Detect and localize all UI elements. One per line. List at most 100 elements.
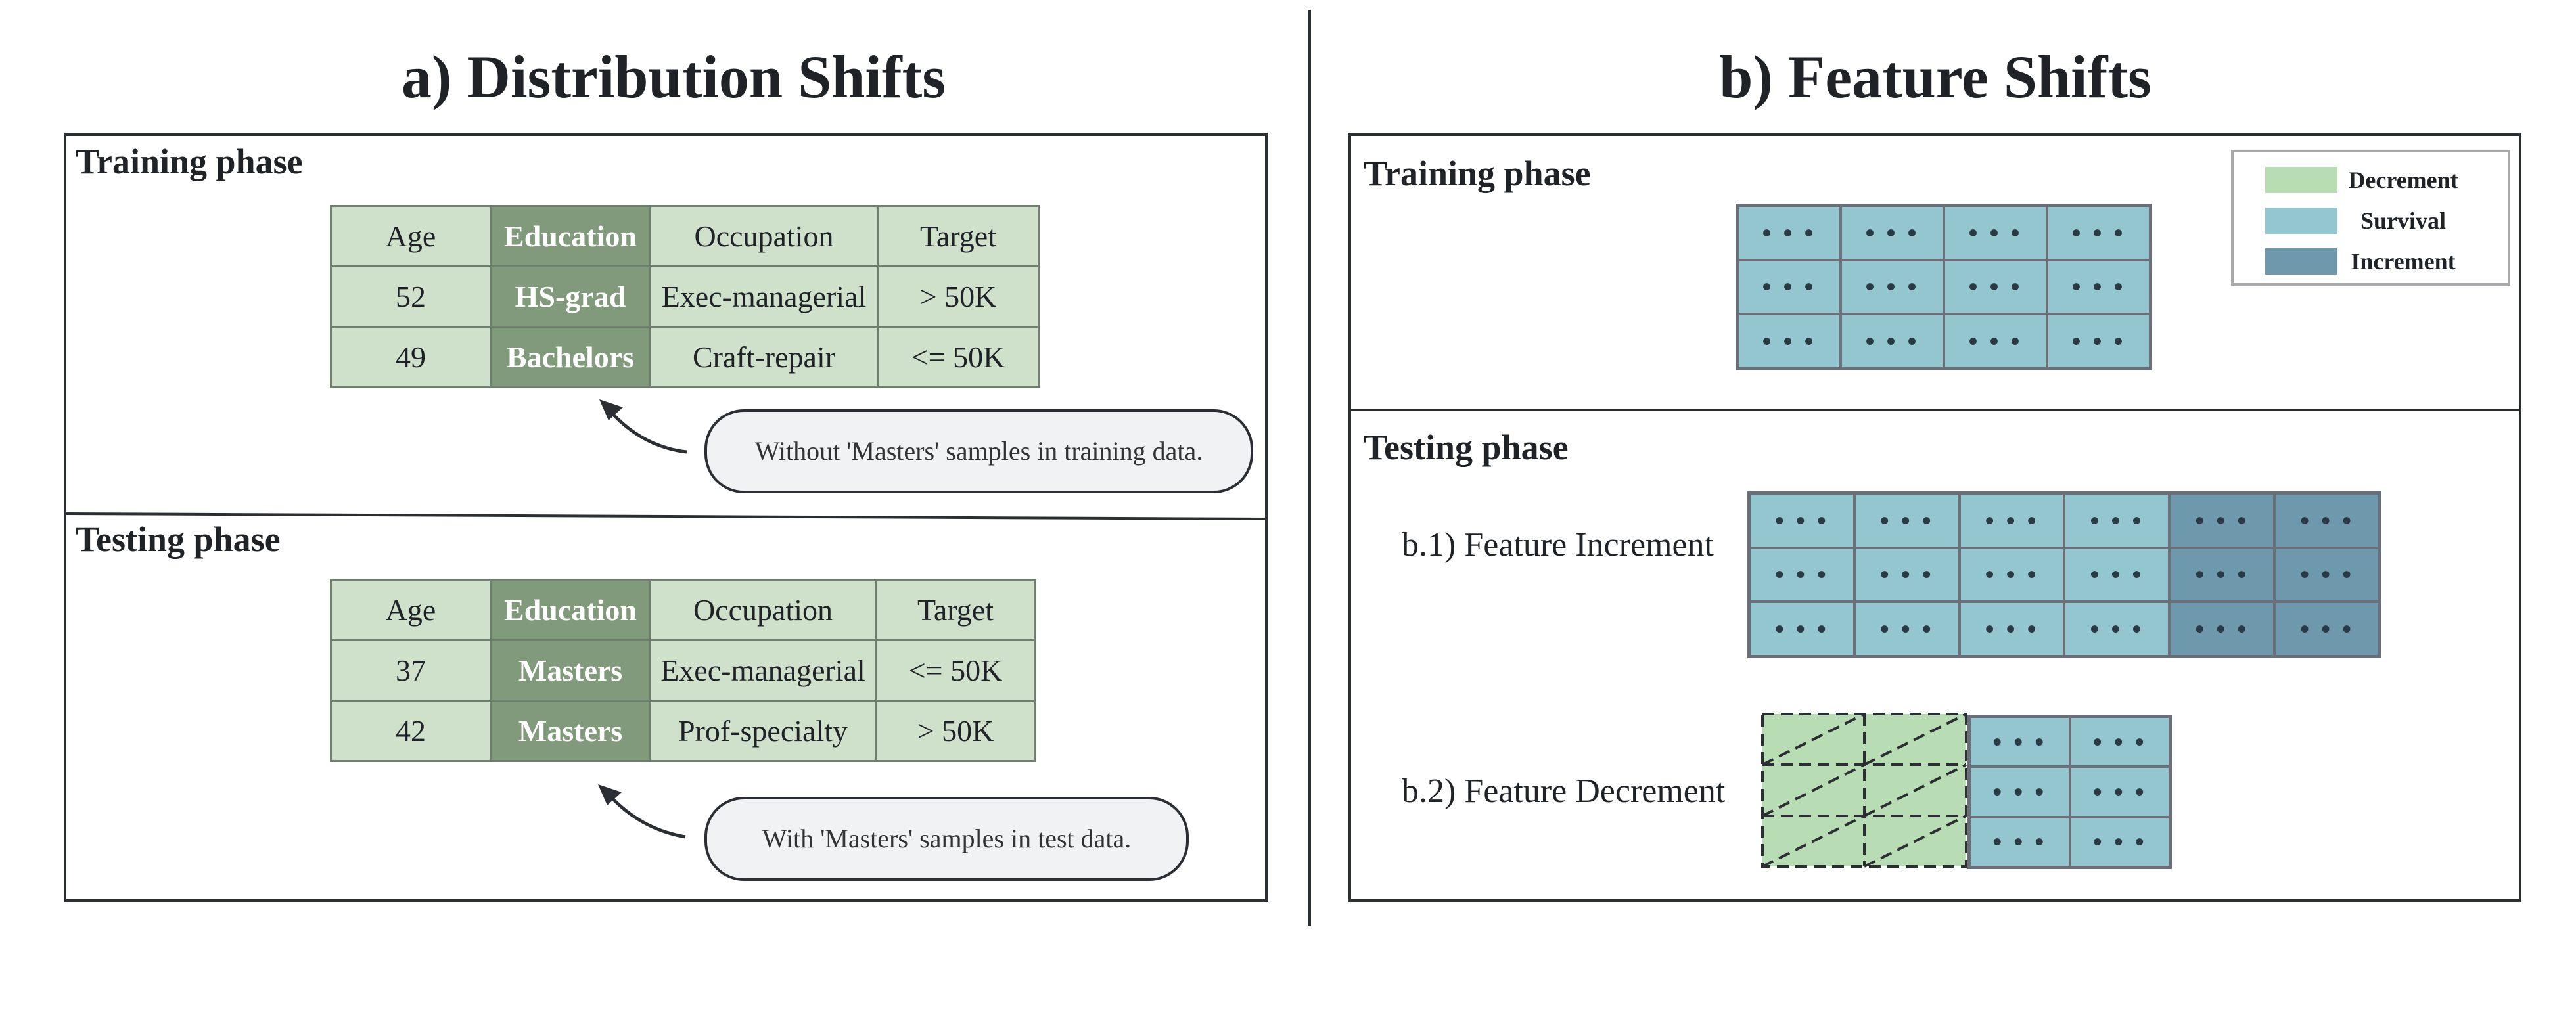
survival-cell: • • • bbox=[2069, 717, 2170, 767]
survival-cell: • • • bbox=[1854, 493, 1960, 548]
decrement-diagonal bbox=[1762, 763, 1865, 817]
feature-training-label: Training phase bbox=[1364, 154, 1591, 193]
survival-cell: • • • bbox=[1969, 817, 2070, 867]
survival-cell: • • • bbox=[1737, 259, 1841, 315]
cell-target: > 50K bbox=[877, 265, 1040, 328]
cell-occupation: Exec-managerial bbox=[649, 265, 879, 328]
cell-education: Bachelors bbox=[490, 326, 651, 388]
survival-cell: • • • bbox=[1959, 493, 2065, 548]
cell-occupation: Prof-specialty bbox=[649, 700, 877, 762]
table-header-row: Age Education Occupation Target bbox=[330, 579, 1036, 641]
panel-title-feature-shifts: b) Feature Shifts bbox=[1719, 43, 2151, 110]
legend-label-decrement: Decrement bbox=[2348, 167, 2458, 193]
survival-cell: • • • bbox=[1841, 259, 1944, 315]
cell-age: 37 bbox=[330, 639, 492, 702]
header-age: Age bbox=[330, 205, 492, 267]
survival-cell: • • • bbox=[2064, 547, 2170, 602]
feature-increment-label: b.1) Feature Increment bbox=[1402, 526, 1714, 564]
training-data-table: Age Education Occupation Target 52 HS-gr… bbox=[330, 205, 1040, 388]
training-feature-grid: • • • • • • • • • • • • • • • • • • • • … bbox=[1736, 204, 2152, 370]
testing-callout-arrow bbox=[607, 792, 686, 839]
survival-cell: • • • bbox=[2047, 314, 2150, 369]
distribution-training-label: Training phase bbox=[76, 142, 303, 181]
survival-cell: • • • bbox=[1969, 767, 2070, 817]
header-target: Target bbox=[877, 205, 1040, 267]
increment-feature-grid: • • • • • • • • • • • • • • • • • • • • … bbox=[1747, 491, 2381, 658]
decrement-remaining-grid: • • • • • • • • • • • • • • • • • • bbox=[1967, 715, 2172, 869]
training-arrow-head bbox=[599, 399, 623, 420]
decrement-diagonal bbox=[1762, 713, 1865, 766]
increment-cell: • • • bbox=[2274, 547, 2380, 602]
feature-decrement-label: b.2) Feature Decrement bbox=[1402, 773, 1726, 810]
survival-cell: • • • bbox=[1749, 547, 1854, 602]
header-target: Target bbox=[875, 579, 1036, 641]
feature-frame bbox=[1348, 133, 2521, 902]
training-callout: Without 'Masters' samples in training da… bbox=[704, 409, 1253, 493]
distribution-phase-separator bbox=[64, 512, 1267, 520]
decrement-removed-cells bbox=[1761, 713, 1967, 868]
increment-cell: • • • bbox=[2274, 602, 2380, 656]
legend-label-survival: Survival bbox=[2360, 208, 2447, 234]
legend-label-increment: Increment bbox=[2351, 248, 2456, 275]
survival-cell: • • • bbox=[1854, 602, 1960, 656]
cell-target: <= 50K bbox=[875, 639, 1036, 702]
survival-cell: • • • bbox=[1841, 206, 1944, 260]
survival-cell: • • • bbox=[1959, 602, 2065, 656]
cell-education: Masters bbox=[490, 700, 651, 762]
survival-cell: • • • bbox=[1737, 206, 1841, 260]
survival-cell: • • • bbox=[2047, 259, 2150, 315]
testing-callout: With 'Masters' samples in test data. bbox=[704, 797, 1189, 881]
survival-cell: • • • bbox=[1959, 547, 2065, 602]
cell-education: Masters bbox=[490, 639, 651, 702]
cell-age: 42 bbox=[330, 700, 492, 762]
cell-target: > 50K bbox=[875, 700, 1036, 762]
cell-age: 49 bbox=[330, 326, 492, 388]
survival-cell: • • • bbox=[2064, 493, 2170, 548]
survival-cell: • • • bbox=[2069, 767, 2170, 817]
training-callout-arrow bbox=[607, 407, 687, 454]
cell-education: HS-grad bbox=[490, 265, 651, 328]
survival-cell: • • • bbox=[2069, 817, 2170, 867]
table-row: 52 HS-grad Exec-managerial > 50K bbox=[330, 265, 1040, 328]
table-row: 49 Bachelors Craft-repair <= 50K bbox=[330, 326, 1040, 388]
header-education: Education bbox=[490, 205, 651, 267]
decrement-diagonal bbox=[1762, 815, 1865, 868]
cell-occupation: Craft-repair bbox=[649, 326, 879, 388]
distribution-testing-label: Testing phase bbox=[76, 520, 281, 559]
legend-swatch-decrement bbox=[2265, 167, 2337, 193]
survival-cell: • • • bbox=[1737, 314, 1841, 369]
panel-divider bbox=[1308, 10, 1311, 926]
cell-occupation: Exec-managerial bbox=[649, 639, 877, 702]
increment-cell: • • • bbox=[2169, 493, 2275, 548]
decrement-diagonal bbox=[1864, 815, 1967, 868]
increment-cell: • • • bbox=[2169, 547, 2275, 602]
cell-age: 52 bbox=[330, 265, 492, 328]
survival-cell: • • • bbox=[1944, 259, 2047, 315]
survival-cell: • • • bbox=[2047, 206, 2150, 260]
header-occupation: Occupation bbox=[649, 205, 879, 267]
feature-testing-label: Testing phase bbox=[1364, 428, 1569, 467]
testing-data-table: Age Education Occupation Target 37 Maste… bbox=[330, 579, 1036, 762]
legend-swatch-increment bbox=[2265, 248, 2337, 275]
survival-cell: • • • bbox=[1944, 314, 2047, 369]
survival-cell: • • • bbox=[1854, 547, 1960, 602]
survival-cell: • • • bbox=[2064, 602, 2170, 656]
testing-arrow-head bbox=[598, 784, 622, 805]
decrement-diagonal bbox=[1864, 763, 1967, 817]
table-header-row: Age Education Occupation Target bbox=[330, 205, 1040, 267]
increment-cell: • • • bbox=[2169, 602, 2275, 656]
panel-title-distribution-shifts: a) Distribution Shifts bbox=[401, 43, 946, 110]
survival-cell: • • • bbox=[1841, 314, 1944, 369]
header-age: Age bbox=[330, 579, 492, 641]
increment-cell: • • • bbox=[2274, 493, 2380, 548]
header-occupation: Occupation bbox=[649, 579, 877, 641]
legend-swatch-survival bbox=[2265, 208, 2337, 234]
survival-cell: • • • bbox=[1749, 602, 1854, 656]
decrement-diagonal bbox=[1864, 713, 1967, 766]
legend: Decrement Survival Increment bbox=[2231, 150, 2510, 286]
table-row: 42 Masters Prof-specialty > 50K bbox=[330, 700, 1036, 762]
header-education: Education bbox=[490, 579, 651, 641]
survival-cell: • • • bbox=[1969, 717, 2070, 767]
survival-cell: • • • bbox=[1749, 493, 1854, 548]
